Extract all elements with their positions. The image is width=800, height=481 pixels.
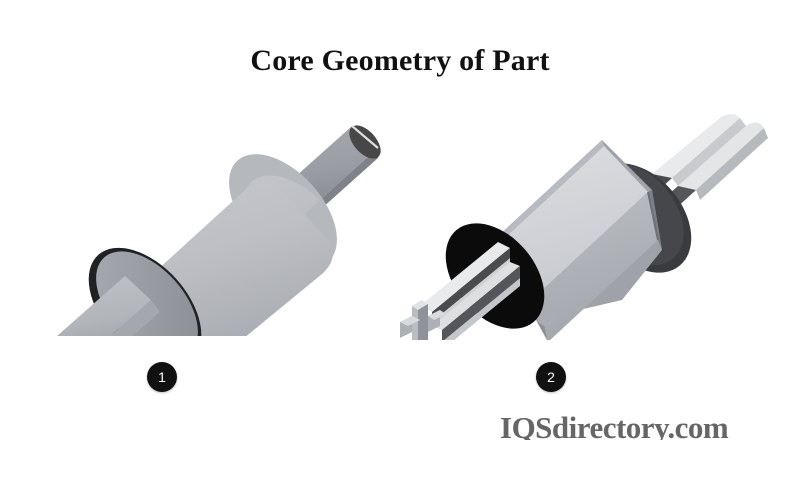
part2-cross-section-end xyxy=(400,300,446,340)
part1-front-shaft xyxy=(57,276,160,336)
part2-front-rail xyxy=(400,242,520,340)
figure-1-round-core-shaft xyxy=(30,96,400,336)
part2-facet-top xyxy=(494,146,648,294)
figure-1-number-badge: 1 xyxy=(147,362,177,392)
page-title: Core Geometry of Part xyxy=(250,44,550,77)
figure-2-number-badge: 2 xyxy=(536,362,566,392)
figure-2-prismatic-core-cross-rail xyxy=(390,100,780,340)
part2-facet-upper-side xyxy=(538,192,658,340)
part1-rear-shaft-end-face xyxy=(349,125,381,159)
watermark: IQSdirectory.com xyxy=(500,416,800,440)
watermark-text: IQSdirectory.com xyxy=(500,416,729,440)
